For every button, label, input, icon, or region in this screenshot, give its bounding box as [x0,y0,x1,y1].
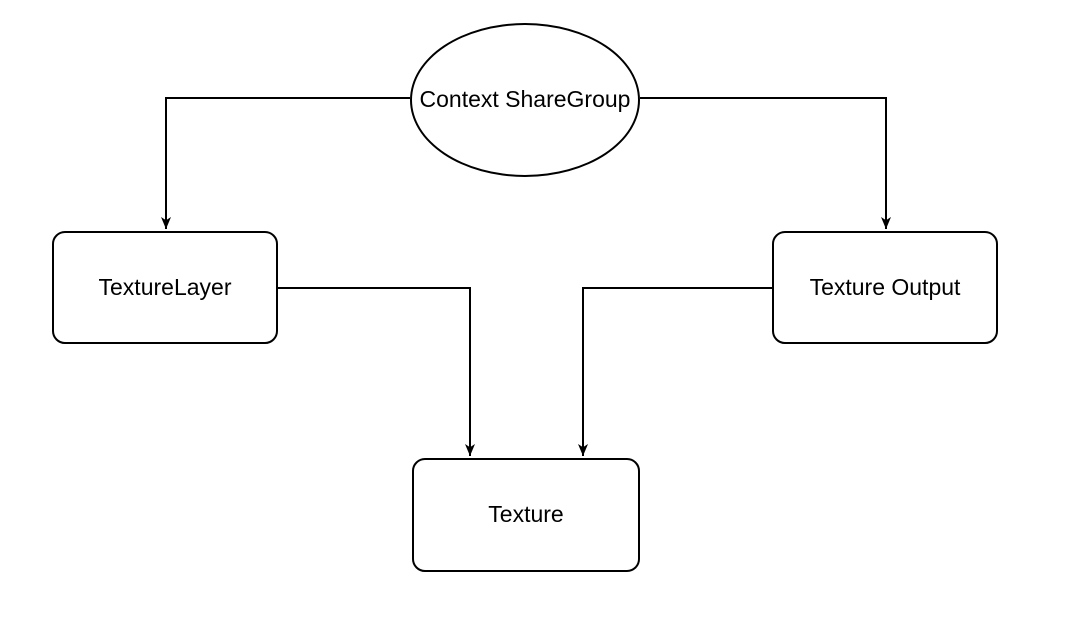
node-context-sharegroup-label: Context ShareGroup [419,86,631,113]
edge-sharegroup-to-texturelayer [161,97,410,229]
edge-textureoutput-to-texture [578,287,772,456]
node-texture-layer-label: TextureLayer [98,273,232,300]
node-texture-output-label: Texture Output [809,273,961,300]
node-texture: Texture [412,458,640,572]
node-context-sharegroup: Context ShareGroup [410,23,640,177]
node-texture-label: Texture [488,501,564,528]
edge-sharegroup-to-textureoutput [640,97,891,229]
node-texture-output: Texture Output [772,231,998,344]
edge-texturelayer-to-texture [278,287,475,456]
node-texture-layer: TextureLayer [52,231,278,344]
